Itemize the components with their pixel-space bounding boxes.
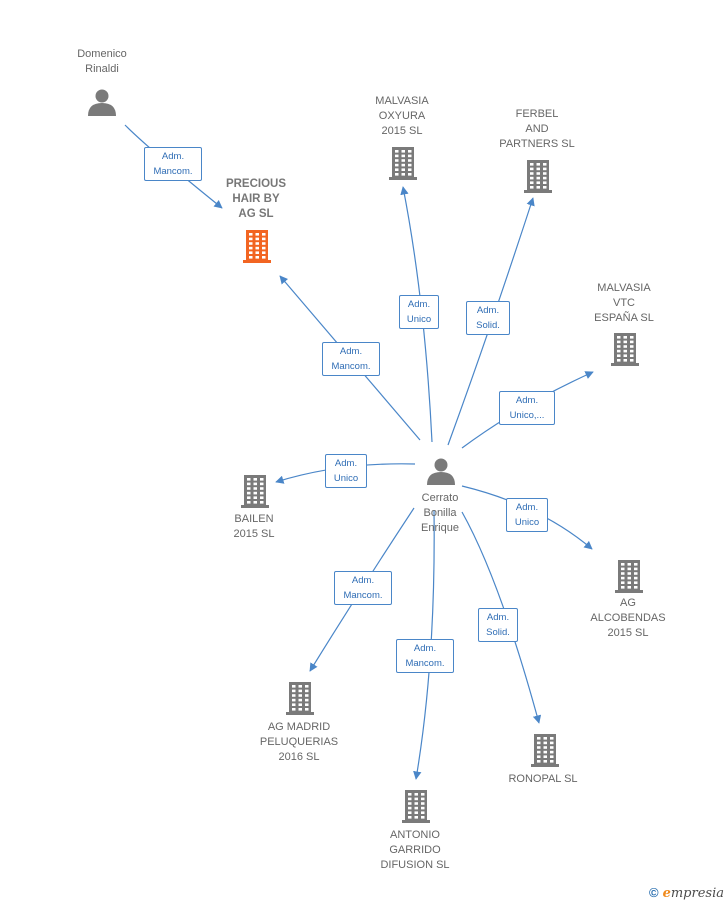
building-icon-bailen[interactable] [241,475,269,508]
edge-label[interactable]: Adm. Mancom. [396,639,454,673]
building-icon-malvasia_vtc[interactable] [611,333,639,366]
building-icon-malvasia_oxyura[interactable] [389,147,417,180]
company-precious-hair-label[interactable]: PRECIOUS HAIR BY AG SL [225,177,287,220]
copyright-icon: © [648,885,659,900]
person-cerrato-bonilla-label[interactable]: Cerrato Bonilla Enrique [421,491,459,534]
edge-label[interactable]: Adm. Mancom. [144,147,202,181]
company-ag-alcobendas-label[interactable]: AG ALCOBENDAS 2015 SL [590,596,666,639]
edge-label[interactable]: Adm. Mancom. [322,342,380,376]
edge-label[interactable]: Adm. Unico [399,295,439,329]
company-antonio-garrido-label[interactable]: ANTONIO GARRIDO DIFUSION SL [380,828,450,871]
empresia-logo: ©empresia [648,885,724,901]
building-icon-ag_madrid[interactable] [286,682,314,715]
person-icon-domenico[interactable] [88,89,116,117]
building-icon-precious[interactable] [243,230,271,263]
edge-label[interactable]: Adm. Unico,... [499,391,555,425]
building-icon-ferbel[interactable] [524,160,552,193]
company-ferbel-label[interactable]: FERBEL AND PARTNERS SL [499,107,575,150]
edge-label[interactable]: Adm. Solid. [466,301,510,335]
edge-label[interactable]: Adm. Unico [325,454,367,488]
edge-label[interactable]: Adm. Mancom. [334,571,392,605]
edge-label[interactable]: Adm. Solid. [478,608,518,642]
company-ag-madrid-label[interactable]: AG MADRID PELUQUERIAS 2016 SL [259,720,339,763]
building-icon-ronopal[interactable] [531,734,559,767]
person-icon-cerrato[interactable] [427,458,455,486]
company-bailen-label[interactable]: BAILEN 2015 SL [233,513,275,540]
edge-label[interactable]: Adm. Unico [506,498,548,532]
company-malvasia-vtc-label[interactable]: MALVASIA VTC ESPAÑA SL [594,281,654,324]
person-domenico-rinaldi-label[interactable]: Domenico Rinaldi [77,48,127,75]
edge-cerrato-ronopal [461,511,542,724]
building-icon-antonio[interactable] [402,790,430,823]
building-icon-ag_alcobendas[interactable] [615,560,643,593]
company-malvasia-oxyura-label[interactable]: MALVASIA OXYURA 2015 SL [375,94,429,137]
company-ronopal-label[interactable]: RONOPAL SL [508,772,578,785]
